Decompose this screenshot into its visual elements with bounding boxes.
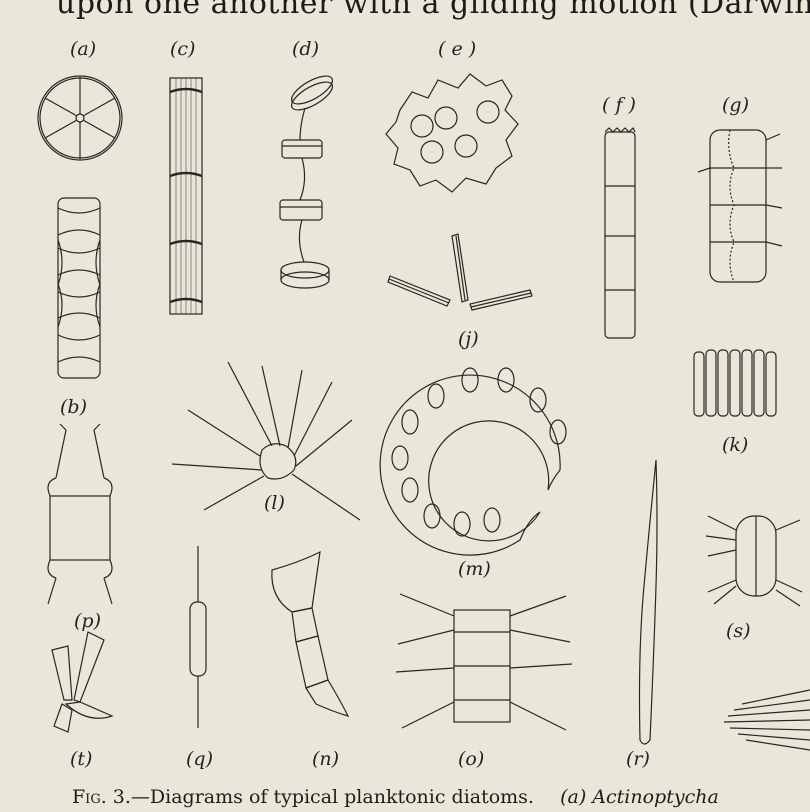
- diagram-p: [48, 424, 112, 604]
- diagram-d: [280, 71, 336, 288]
- label-o: (o): [458, 748, 484, 770]
- label-k: (k): [722, 434, 748, 456]
- caption-item-a-name: Actinoptycha: [592, 786, 719, 808]
- label-b: (b): [60, 396, 87, 418]
- diagram-c: [170, 78, 202, 314]
- label-g: (g): [722, 94, 749, 116]
- label-m: (m): [458, 558, 491, 580]
- figure-caption: Fig. 3.—Diagrams of typical planktonic d…: [72, 786, 719, 808]
- diagram-m: [380, 368, 566, 555]
- label-q: (q): [186, 748, 213, 770]
- label-r: (r): [626, 748, 650, 770]
- diagram-b: [58, 198, 100, 378]
- diagram-stacked-rods: [724, 690, 810, 750]
- label-n: (n): [312, 748, 339, 770]
- caption-text: —Diagrams of typical planktonic diatoms.: [131, 786, 534, 808]
- diagram-s: [706, 516, 802, 606]
- diagram-a: [38, 76, 122, 160]
- diagram-k: [694, 350, 776, 416]
- label-p: (p): [74, 610, 101, 632]
- diagram-f: [605, 128, 635, 338]
- diagram-t: [52, 632, 112, 732]
- diagram-o: [396, 594, 572, 730]
- diagram-n: [272, 552, 348, 716]
- caption-item-a: (a): [560, 786, 586, 808]
- label-f: ( f ): [602, 94, 636, 116]
- label-j: (j): [458, 328, 479, 350]
- diagram-j: [388, 234, 532, 310]
- diagram-e: [386, 74, 518, 192]
- label-a: (a): [70, 38, 96, 60]
- diagram-q: [190, 546, 206, 728]
- label-s: (s): [726, 620, 751, 642]
- label-t: (t): [70, 748, 92, 770]
- caption-fig-number: Fig. 3.: [72, 786, 131, 808]
- diagram-g: [698, 130, 782, 282]
- label-c: (c): [170, 38, 195, 60]
- label-d: (d): [292, 38, 319, 60]
- label-e: ( e ): [438, 38, 476, 60]
- label-l: (l): [264, 492, 285, 514]
- diagram-r: [640, 460, 658, 744]
